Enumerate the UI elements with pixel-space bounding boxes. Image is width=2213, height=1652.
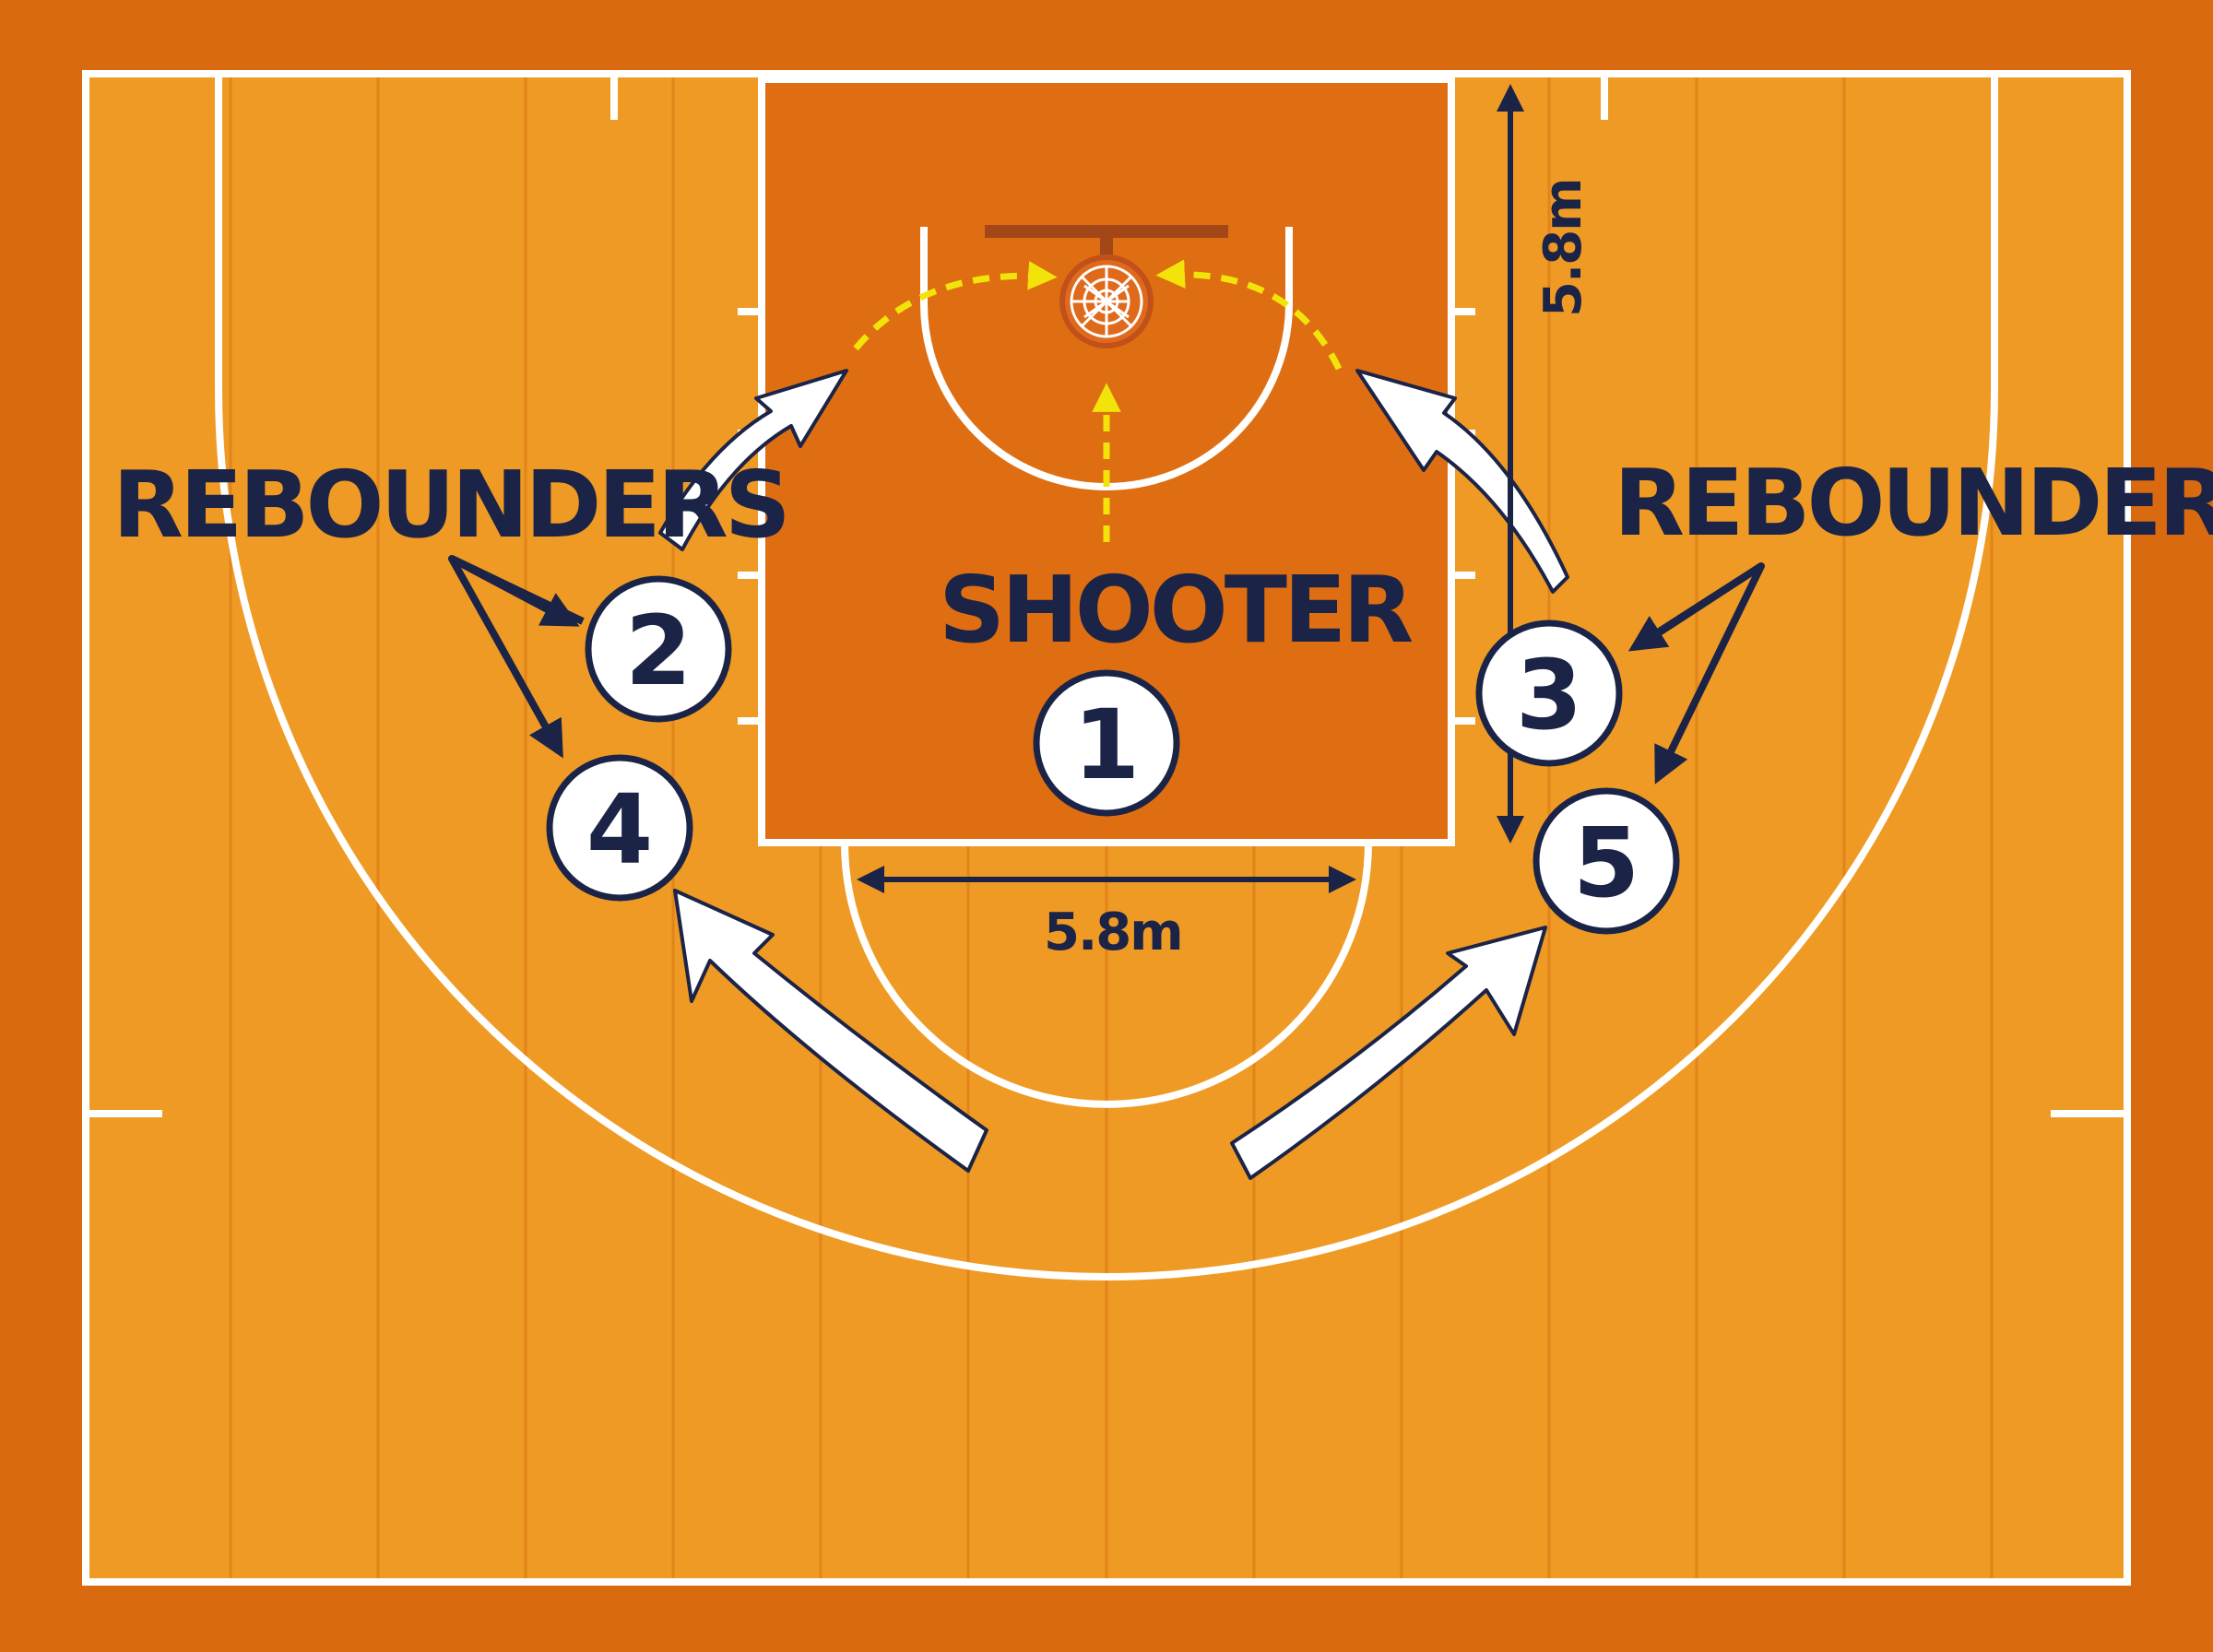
- movement-arrows: [658, 369, 1569, 1180]
- player-1[interactable]: 1: [1033, 669, 1180, 817]
- player-number-3: 3: [1516, 639, 1582, 751]
- backboard: [985, 225, 1228, 238]
- curved-arrow-icon: [1230, 926, 1547, 1180]
- dashed-arrow-icon: [1155, 259, 1343, 371]
- shooter-label: SHOOTER: [939, 556, 1412, 664]
- player-number-5: 5: [1573, 807, 1639, 919]
- player-number-1: 1: [1073, 689, 1140, 801]
- player-number-2: 2: [625, 595, 692, 707]
- pointer-left-top: [450, 555, 580, 627]
- lane-width-label: 5.8m: [1044, 903, 1182, 962]
- player-3[interactable]: 3: [1475, 620, 1623, 767]
- free-throw-circle: [841, 842, 1372, 1108]
- player-2[interactable]: 2: [585, 575, 732, 723]
- hoop-bracket: [1100, 236, 1113, 258]
- rebounders-label-right: REBOUNDERS: [1614, 449, 2213, 557]
- player-markers: 1 2 3 4 5: [546, 575, 1680, 935]
- three-point-line: [215, 76, 1998, 1280]
- rebounders-label-left: REBOUNDERS: [112, 451, 787, 559]
- pointer-right-top: [1627, 562, 1764, 652]
- basketball-hoop-icon: [985, 225, 1228, 348]
- player-number-4: 4: [586, 773, 653, 886]
- curved-arrow-icon: [658, 369, 848, 551]
- lane-length-label: 5.8m: [1533, 179, 1593, 317]
- court-boundary: [82, 70, 2131, 1586]
- shot-paths: [853, 259, 1343, 542]
- dashed-arrow-icon: [853, 261, 1058, 351]
- player-4[interactable]: 4: [546, 754, 693, 902]
- net: [1070, 265, 1143, 338]
- rebounder-pointers: [448, 555, 1765, 785]
- player-5[interactable]: 5: [1533, 787, 1680, 935]
- curved-arrow-icon: [673, 889, 988, 1173]
